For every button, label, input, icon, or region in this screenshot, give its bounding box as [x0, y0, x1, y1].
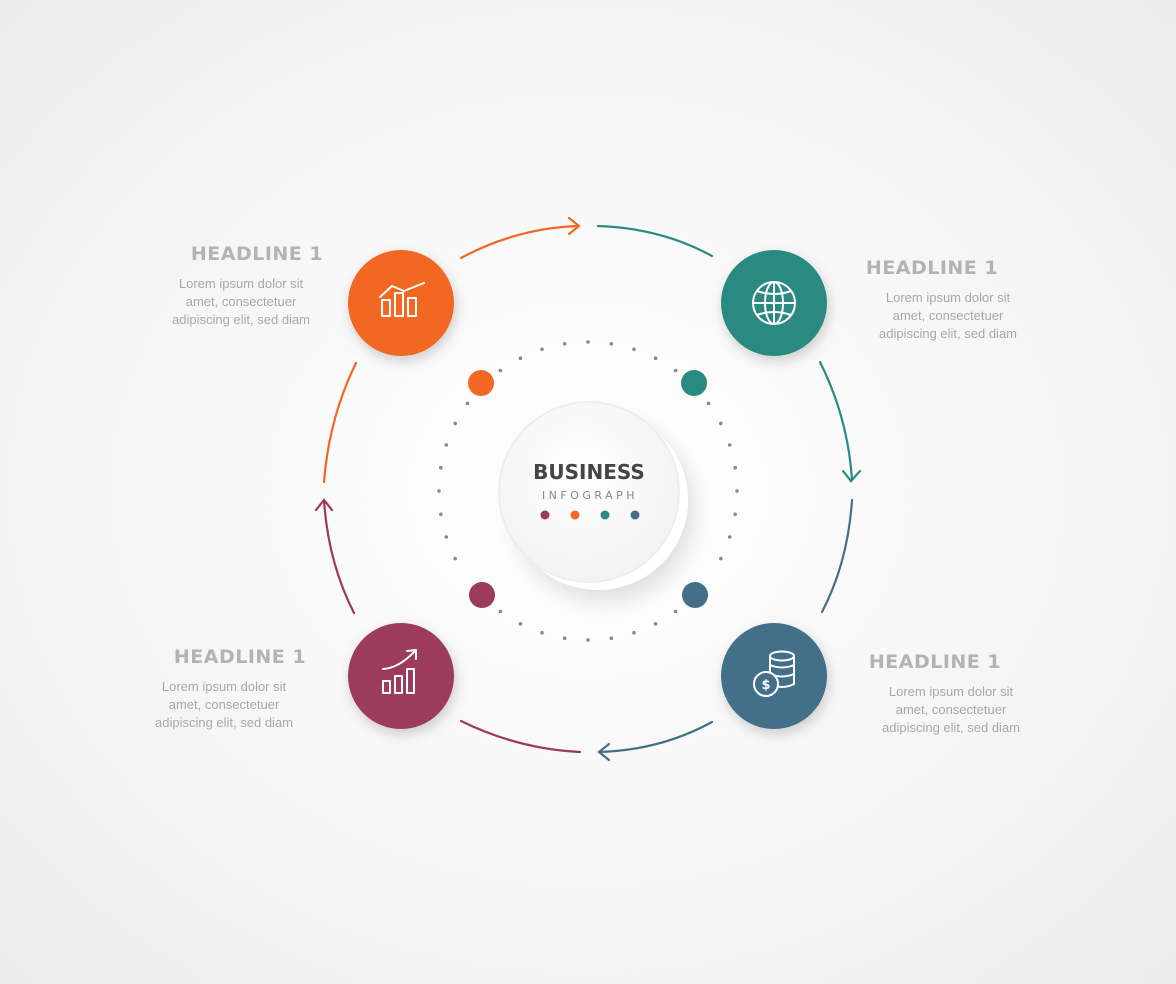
center-dot-teal: [600, 510, 610, 520]
ring-dot: [562, 342, 567, 346]
ring-dot: [673, 609, 678, 614]
ring-dot: [733, 512, 737, 517]
ring-dot: [437, 489, 441, 493]
arc-plum-left: [322, 498, 356, 615]
ring-dot: [653, 622, 658, 626]
cycle-arcs: [314, 216, 862, 762]
headline-2: HEADLINE 1: [865, 257, 999, 279]
ring-dot: [540, 347, 544, 352]
ring-dot: [632, 347, 636, 352]
arc-slate-right: [820, 498, 854, 614]
ring-dot: [673, 368, 678, 373]
ring-dot: [498, 609, 503, 614]
description-4-line-2: amet, consectetuer: [168, 697, 280, 712]
arc-plum-bottom: [459, 719, 582, 754]
ring-dot: [653, 356, 658, 361]
arrow-head-teal: [841, 469, 862, 483]
center-title: BUSINESS: [533, 460, 645, 484]
headline-4: HEADLINE 1: [173, 646, 307, 668]
ring-dot: [465, 401, 470, 406]
step-node-4: [348, 623, 454, 729]
description-1-line-1: Lorem ipsum dolor sit: [178, 276, 304, 291]
ring-dot: [719, 421, 723, 426]
globe-icon: [752, 281, 796, 325]
ring-dot: [518, 356, 523, 361]
growth-arrow-chart-icon: [382, 649, 417, 694]
description-4-line-1: Lorem ipsum dolor sit: [161, 679, 287, 694]
step-node-3: $: [721, 623, 827, 729]
description-1-line-2: amet, consectetuer: [185, 294, 297, 309]
arrow-head-plum: [314, 498, 334, 512]
svg-text:$: $: [761, 678, 770, 693]
center-disk: [498, 401, 680, 583]
description-3: Lorem ipsum dolor sit amet, consectetuer…: [841, 683, 1061, 737]
description-3-line-2: amet, consectetuer: [895, 702, 1007, 717]
ring-dot: [453, 421, 458, 426]
ring-dot: [439, 465, 443, 470]
ring-dot: [727, 535, 732, 539]
ring-dot: [562, 636, 567, 640]
arc-orange-left: [322, 361, 358, 484]
marker-dot-teal: [681, 370, 707, 396]
center-subtitle: INFOGRAPH: [542, 489, 638, 502]
ring-dot: [632, 630, 636, 635]
description-2-line-2: amet, consectetuer: [892, 308, 1004, 323]
marker-dot-orange: [468, 370, 494, 396]
ring-dot: [439, 512, 443, 517]
marker-dot-plum: [469, 582, 495, 608]
arc-orange: [459, 224, 580, 260]
description-1: Lorem ipsum dolor sit amet, consectetuer…: [131, 275, 351, 329]
marker-dot-slate: [682, 582, 708, 608]
ring-dot: [735, 489, 739, 493]
description-1-line-3: adipiscing elit, sed diam: [171, 312, 311, 327]
dotted-ring: [437, 340, 739, 642]
ring-dot: [727, 443, 732, 447]
coins-dollar-icon: $: [753, 650, 795, 697]
arrow-head-slate: [597, 742, 611, 762]
ring-dot: [586, 340, 590, 344]
ring-dot: [733, 465, 737, 470]
description-2: Lorem ipsum dolor sit amet, consectetuer…: [838, 289, 1058, 343]
description-4: Lorem ipsum dolor sit amet, consectetuer…: [114, 678, 334, 732]
ring-dot: [444, 535, 449, 539]
ring-dot: [706, 401, 711, 406]
description-2-line-1: Lorem ipsum dolor sit: [885, 290, 1011, 305]
arc-teal-right: [818, 360, 854, 482]
ring-dot: [540, 630, 544, 635]
ring-dot: [586, 638, 590, 642]
ring-dot: [609, 636, 614, 640]
ring-dot: [518, 622, 523, 626]
step-node-1: [348, 250, 454, 356]
arc-slate-bottom: [598, 720, 714, 754]
headline-1: HEADLINE 1: [190, 243, 324, 265]
step-node-2: [721, 250, 827, 356]
arrow-head-orange: [567, 216, 581, 236]
arc-teal-top: [596, 224, 714, 258]
ring-dot: [609, 342, 614, 346]
ring-dot: [453, 556, 458, 561]
description-3-line-1: Lorem ipsum dolor sit: [888, 684, 1014, 699]
headline-3: HEADLINE 1: [868, 651, 1002, 673]
bar-chart-trend-icon: [379, 282, 425, 317]
ring-dot: [498, 368, 503, 373]
step-circle-orange: [348, 250, 454, 356]
description-2-line-3: adipiscing elit, sed diam: [878, 326, 1018, 341]
description-3-line-3: adipiscing elit, sed diam: [881, 720, 1021, 735]
ring-dot: [719, 556, 723, 561]
ring-dot: [444, 443, 449, 447]
center-dot-plum: [540, 510, 550, 520]
center-dot-slate: [630, 510, 640, 520]
description-4-line-3: adipiscing elit, sed diam: [154, 715, 294, 730]
center-dot-orange: [570, 510, 580, 520]
